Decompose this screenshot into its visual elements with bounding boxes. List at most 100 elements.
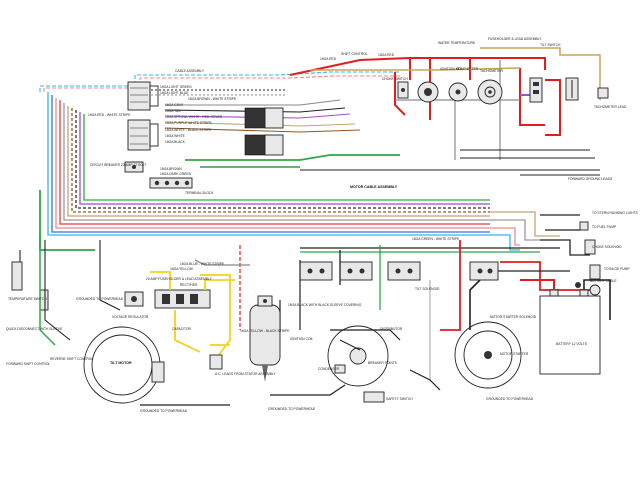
svg-text:SAFETY SWITCH: SAFETY SWITCH	[386, 397, 413, 401]
svg-text:16GA SPECIAL WHITE - RED STRIP: 16GA SPECIAL WHITE - RED STRIPE	[165, 115, 223, 119]
stator-capacitor	[209, 354, 223, 370]
fuse-holder	[565, 77, 579, 101]
diagram-labels: SHIFT CONTROL CABLE ASSEMBLY 16GA LIGHT …	[6, 37, 639, 413]
svg-text:TACHOMETER: TACHOMETER	[480, 69, 503, 73]
tachometer	[477, 79, 503, 105]
upper-harness	[39, 71, 400, 133]
svg-text:MOTOR CABLE ASSEMBLY: MOTOR CABLE ASSEMBLY	[350, 185, 398, 189]
svg-text:TACHOMETER LEAD: TACHOMETER LEAD	[594, 105, 627, 109]
svg-text:CABLE ASSEMBLY: CABLE ASSEMBLY	[175, 69, 205, 73]
tilt-motor	[83, 326, 161, 404]
svg-text:BATTERY 12 VOLTS: BATTERY 12 VOLTS	[556, 342, 588, 346]
svg-text:TERMINAL BLOCK: TERMINAL BLOCK	[185, 191, 214, 195]
ignition-key	[417, 81, 439, 103]
rectifier	[154, 289, 211, 309]
svg-text:16GA YELLOW: 16GA YELLOW	[170, 267, 194, 271]
battery	[539, 289, 601, 375]
tan-line	[310, 47, 601, 100]
svg-text:HOUR METER: HOUR METER	[456, 67, 479, 71]
svg-text:16GA LIGHT BLUE: 16GA LIGHT BLUE	[160, 91, 189, 95]
yellow-wires	[150, 271, 235, 361]
svg-text:16GA WHITE - BLACK STRIPE: 16GA WHITE - BLACK STRIPE	[165, 128, 212, 132]
battery-lead-red	[520, 279, 555, 290]
svg-text:16GA TAN: 16GA TAN	[165, 109, 181, 113]
svg-text:IGNITION COIL: IGNITION COIL	[290, 337, 313, 341]
ground-leads	[300, 149, 600, 176]
svg-text:CHOKE SWITCH: CHOKE SWITCH	[382, 77, 408, 81]
tilt-switch	[529, 77, 543, 103]
svg-text:CONDENSER: CONDENSER	[318, 367, 340, 371]
svg-text:16GA RED - WHITE STRIPE: 16GA RED - WHITE STRIPE	[88, 113, 131, 117]
svg-text:GROUNDED TO POWERHEAD: GROUNDED TO POWERHEAD	[76, 297, 124, 301]
svg-text:FORWARD SHIFT CONTROL: FORWARD SHIFT CONTROL	[6, 362, 50, 366]
svg-text:16GA BLUE - WHITE STRIPE: 16GA BLUE - WHITE STRIPE	[180, 262, 225, 266]
svg-text:TILT SOLENOID: TILT SOLENOID	[415, 287, 440, 291]
svg-text:CAPACITOR: CAPACITOR	[172, 327, 192, 331]
svg-text:QUICK DISCONNECT WITH SLEEVE: QUICK DISCONNECT WITH SLEEVE	[6, 327, 63, 331]
distributor	[327, 325, 389, 387]
solenoid-wiring	[300, 214, 600, 380]
svg-text:20 AMP FUSEHOLDER & LEAD ASSEM: 20 AMP FUSEHOLDER & LEAD ASSEMBLY	[146, 277, 213, 281]
svg-text:TEMPERATURE SWITCH: TEMPERATURE SWITCH	[8, 297, 47, 301]
svg-text:TO FUEL PUMP: TO FUEL PUMP	[592, 225, 617, 229]
svg-text:TO BILGE PUMP: TO BILGE PUMP	[604, 267, 630, 271]
battery-lead-black	[583, 279, 611, 320]
svg-text:A.C. LEADS FROM STATOR ASSEMBL: A.C. LEADS FROM STATOR ASSEMBLY	[215, 372, 277, 376]
shift-control-lines	[19, 235, 121, 346]
svg-text:FORWARD GROUND LEADS: FORWARD GROUND LEADS	[568, 177, 613, 181]
connector-plug-upper	[127, 81, 159, 111]
gray-lines	[395, 60, 520, 160]
svg-text:CIRCUIT BREAKER 20 AMP 12 VOLT: CIRCUIT BREAKER 20 AMP 12 VOLT	[90, 163, 146, 167]
solenoid-bank	[299, 261, 499, 281]
svg-text:GROUNDED TO POWERHEAD: GROUNDED TO POWERHEAD	[140, 409, 188, 413]
svg-text:VOLTAGE REGULATOR: VOLTAGE REGULATOR	[112, 315, 149, 319]
circuit-breaker	[124, 161, 144, 173]
main-harness	[39, 92, 560, 251]
svg-text:16GA BROWN - WHITE STRIPE: 16GA BROWN - WHITE STRIPE	[188, 97, 237, 101]
dark-green-lead	[185, 154, 400, 161]
choke-switch	[397, 81, 409, 99]
hour-meter	[448, 82, 468, 102]
svg-text:16GA BLACK: 16GA BLACK	[165, 140, 186, 144]
voltage-regulator	[124, 291, 144, 307]
svg-text:BATTERY CABLE: BATTERY CABLE	[590, 279, 617, 283]
tach-lead-connector	[597, 87, 609, 99]
svg-text:BREAKER POINTS: BREAKER POINTS	[368, 361, 398, 365]
svg-text:REVERSE SHIFT CONTROL: REVERSE SHIFT CONTROL	[50, 357, 93, 361]
svg-text:16GA RED: 16GA RED	[378, 53, 395, 57]
svg-text:16GA WHITE: 16GA WHITE	[165, 134, 186, 138]
safety-switch	[363, 391, 385, 403]
svg-text:16GA LIGHT GREEN: 16GA LIGHT GREEN	[160, 85, 192, 89]
svg-text:16GA PURPLE WHITE STRIPE: 16GA PURPLE WHITE STRIPE	[165, 121, 213, 125]
svg-text:RECTIFIER: RECTIFIER	[180, 283, 198, 287]
svg-text:SHIFT CONTROL: SHIFT CONTROL	[341, 52, 368, 56]
ignition-coil	[249, 295, 281, 382]
svg-text:WATER TEMPERATURE: WATER TEMPERATURE	[438, 41, 476, 45]
dash-connector-lower	[244, 134, 284, 156]
svg-text:GROUNDED TO POWERHEAD: GROUNDED TO POWERHEAD	[268, 407, 316, 411]
svg-text:DISTRIBUTOR: DISTRIBUTOR	[380, 327, 403, 331]
svg-text:TILT SWITCH: TILT SWITCH	[540, 43, 561, 47]
svg-text:MOTOR STARTER SOLENOID: MOTOR STARTER SOLENOID	[490, 315, 537, 319]
bilge-pump-connector	[589, 264, 601, 280]
choke-solenoid	[584, 239, 596, 255]
svg-text:IGNITION KEY: IGNITION KEY	[440, 67, 463, 71]
connector-plug-lower	[127, 119, 159, 151]
svg-text:TO STERN RUNNING LIGHTS: TO STERN RUNNING LIGHTS	[592, 211, 639, 215]
svg-text:16GA BROWN: 16GA BROWN	[160, 167, 182, 171]
svg-text:CHOKE SOLENOID: CHOKE SOLENOID	[592, 245, 622, 249]
temp-switch	[11, 261, 23, 291]
svg-text:16GA BLACK WITH BLACK SLEEVE C: 16GA BLACK WITH BLACK SLEEVE COVERING	[288, 303, 362, 307]
motor-starter	[454, 321, 522, 389]
fuel-pump-connector	[579, 221, 589, 231]
starter-lead	[469, 279, 481, 330]
svg-text:FUSEHOLDER & LEAD ASSEMBLY: FUSEHOLDER & LEAD ASSEMBLY	[488, 37, 542, 41]
svg-text:16GA DARK GREEN: 16GA DARK GREEN	[160, 172, 192, 176]
terminal-block	[149, 177, 193, 189]
svg-text:16GA RED: 16GA RED	[320, 57, 337, 61]
battery-cable-connector	[575, 282, 601, 296]
svg-text:TILT MOTOR: TILT MOTOR	[110, 361, 132, 365]
svg-text:16GA GREEN - WHITE STRIPE: 16GA GREEN - WHITE STRIPE	[412, 237, 460, 241]
svg-text:MOTOR STARTER: MOTOR STARTER	[500, 352, 529, 356]
